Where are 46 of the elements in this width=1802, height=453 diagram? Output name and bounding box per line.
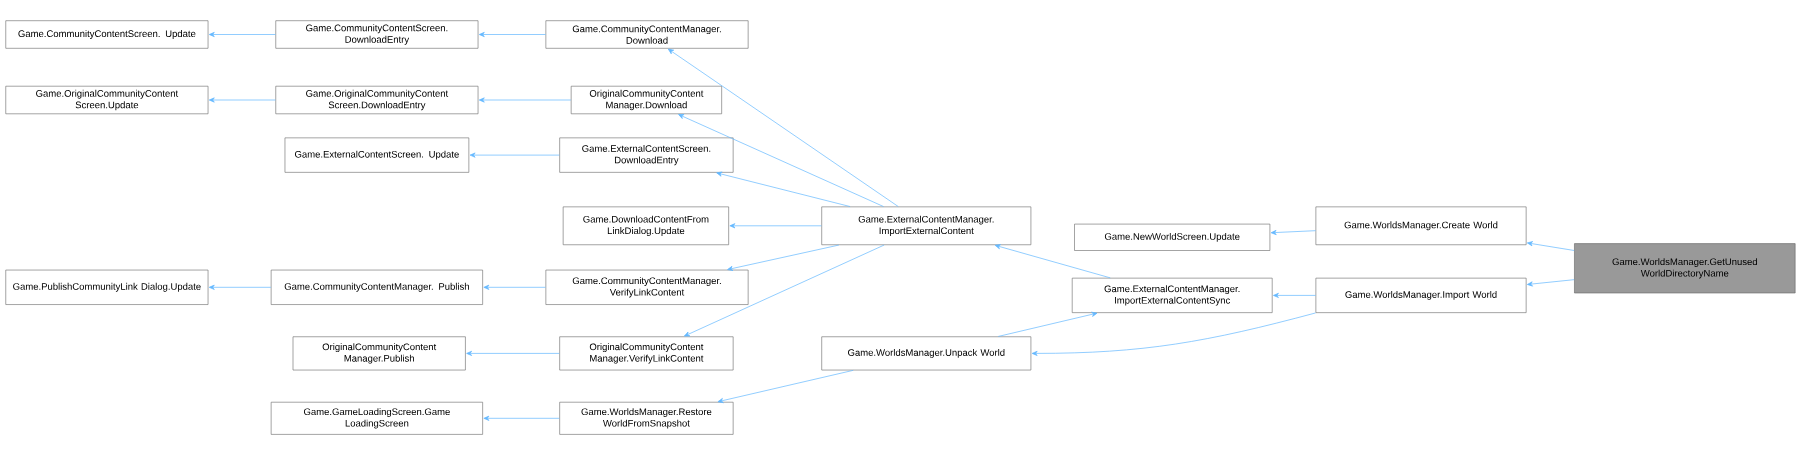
arrow <box>727 244 840 271</box>
arrow <box>1527 279 1575 287</box>
function-box: Game.ExternalContentManager. ImportExternalContent <box>821 206 1032 246</box>
arrow <box>684 244 885 337</box>
function-box: Game.WorldsManager.GetUnused WorldDirectoryName <box>1574 243 1796 294</box>
arrow <box>208 97 276 103</box>
arrow <box>469 152 560 158</box>
arrow <box>208 284 272 290</box>
arrow <box>466 350 560 356</box>
arrow <box>1527 241 1575 251</box>
function-box: Game.WorldsManager.Unpack World <box>821 336 1032 371</box>
arrow <box>478 97 572 103</box>
function-box: Game.WorldsManager.Restore WorldFromSnapshot <box>559 401 734 435</box>
arrow <box>678 114 884 207</box>
arrow <box>716 171 851 207</box>
arrow <box>1270 229 1316 236</box>
function-box: Game.CommunityContentManager. VerifyLinkContent <box>545 269 749 305</box>
function-box: Game.DownloadContentFrom LinkDialog.Update <box>562 206 729 246</box>
arrow <box>1031 312 1316 356</box>
function-box: Game.ExternalContentScreen. DownloadEntry <box>559 137 734 173</box>
function-box: Game.OriginalCommunityContent Screen.Update <box>5 85 209 115</box>
arrow <box>483 284 546 290</box>
function-box: Game.ExternalContentScreen. Update <box>284 137 470 173</box>
function-box: Game.CommunityContentManager. Publish <box>270 269 483 305</box>
function-box: Game.WorldsManager.Import World <box>1315 277 1527 313</box>
function-box: Game.GameLoadingScreen.Game LoadingScreen <box>270 401 483 435</box>
arrow <box>478 31 546 38</box>
arrow <box>994 244 1111 279</box>
function-box: Game.OriginalCommunityContent Screen.DownloadEntry <box>275 85 479 115</box>
function-box: Game.CommunityContentScreen. DownloadEntry <box>275 20 479 49</box>
arrow <box>667 48 899 207</box>
function-box: OriginalCommunityContent Manager.Download <box>570 85 722 115</box>
function-box: OriginalCommunityContent Manager.Publish <box>292 336 466 371</box>
arrow <box>729 223 822 229</box>
arrow <box>717 370 854 404</box>
function-box: Game.PublishCommunityLink Dialog.Update <box>5 269 209 305</box>
function-box: Game.CommunityContentManager. Download <box>545 20 749 49</box>
arrow <box>1273 292 1316 298</box>
arrow <box>208 31 276 38</box>
function-box: OriginalCommunityContent Manager.VerifyLinkContent <box>559 336 734 371</box>
function-box: Game.ExternalContentManager. ImportExternalContentSync <box>1071 277 1273 313</box>
function-box: Game.NewWorldScreen.Update <box>1074 223 1271 251</box>
arrow <box>483 415 560 421</box>
arrow <box>997 311 1098 337</box>
function-box: Game.CommunityContentScreen. Update <box>5 20 209 49</box>
function-box: Game.WorldsManager.Create World <box>1315 206 1527 246</box>
